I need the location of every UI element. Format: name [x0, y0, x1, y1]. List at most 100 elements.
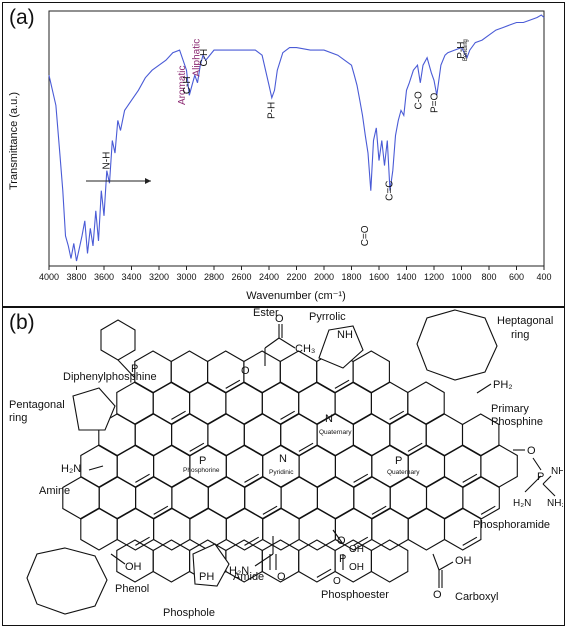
atom-h2n-phosphoramide: H₂N [513, 498, 531, 509]
double-bond [462, 536, 478, 546]
double-bond [135, 473, 150, 483]
atom-p-diphenyl: P [131, 363, 138, 375]
hexagon-ring [207, 350, 245, 394]
annotation-label: P-H [456, 42, 467, 59]
double-bond [298, 442, 314, 452]
label-quaternary-n: Quaternary [319, 429, 352, 436]
nh-arrowhead [145, 178, 151, 184]
label-phosphorine: Phosphorine [183, 467, 220, 474]
label-quaternary-p: Quaternary [387, 469, 420, 476]
x-tick-label: 1400 [396, 272, 416, 282]
hexagon-ring [80, 507, 118, 551]
hexagon-ring [279, 350, 318, 394]
x-tick-label: 1800 [341, 272, 361, 282]
double-bond [316, 568, 332, 578]
double-bond [153, 505, 169, 515]
x-tick-label: 2200 [286, 272, 306, 282]
atom-o-ester: O [241, 365, 250, 377]
atom-p-phosphorine: P [199, 455, 206, 467]
hexagon-ring [170, 350, 209, 394]
x-tick-label: 1000 [451, 272, 471, 282]
label-phosphoester: Phosphoester [321, 589, 389, 601]
label-phosphole: Phosphole [163, 607, 215, 619]
double-bond [353, 536, 369, 546]
hexagon-ring [352, 350, 390, 394]
hexagon-ring [407, 507, 446, 551]
x-tick-label: 2000 [314, 272, 334, 282]
annotation-label: C=O [360, 225, 371, 246]
label-primary: Primary [491, 403, 529, 415]
annotation-label: C-H [182, 76, 193, 94]
label-pyridinic: Pyridinic [269, 469, 294, 476]
annotation-label: C-H [199, 49, 210, 67]
atom-oh-phosphoester-1: OH [349, 544, 364, 555]
spectrum-line [48, 14, 545, 262]
double-bond [480, 505, 496, 515]
double-bond [135, 536, 150, 546]
x-tick-label: 1200 [424, 272, 444, 282]
label-carboxyl: Carboxyl [455, 591, 498, 603]
x-tick-label: 800 [481, 272, 496, 282]
atom-p-quaternary: P [395, 455, 402, 467]
atom-ch3: CH₃ [295, 343, 315, 355]
annotation-label: Aliphatic [192, 39, 203, 77]
atom-o-phosphoester: O [337, 535, 346, 547]
x-tick-label: 3600 [94, 272, 114, 282]
atom-oh-phenol: OH [125, 561, 142, 573]
x-tick-label: 3200 [149, 272, 169, 282]
x-tick-label: 400 [536, 272, 551, 282]
x-tick-label: 2400 [259, 272, 279, 282]
double-bond [225, 379, 241, 389]
atom-n-pyridinic: N [279, 453, 287, 465]
annotation-label: P-H [267, 102, 278, 119]
hexagon-ring [152, 539, 191, 583]
x-tick-label: 4000 [39, 272, 59, 282]
hexagon-ring [189, 507, 227, 551]
panel-a-label: (a) [9, 6, 35, 29]
atom-nh2-phosphoramide: NH₂ [547, 498, 563, 509]
atom-h2n-amide: H₂N [229, 565, 249, 577]
atom-ph2: PH₂ [493, 379, 513, 391]
x-tick-label: 3400 [121, 272, 141, 282]
atom-nh-phosphoramide: NH [551, 466, 563, 477]
hexagon-ring [153, 507, 191, 551]
atom-oh-phosphoester-2: OH [349, 562, 364, 573]
series-group [48, 14, 545, 262]
hexagon-ring [298, 507, 336, 551]
x-tick-label: 3800 [66, 272, 86, 282]
double-bond [462, 473, 478, 483]
panel-b: (b) [2, 307, 565, 626]
carbon-lattice [62, 350, 518, 583]
annotation-label: C=C [385, 181, 396, 201]
label-pentagonal-ring: ring [9, 412, 27, 424]
hexagon-ring [298, 539, 336, 583]
double-bond [244, 473, 259, 483]
x-tick-label: 1600 [369, 272, 389, 282]
double-bond [389, 410, 405, 420]
atom-nh-pyrrolic: NH [337, 329, 353, 341]
x-tick-label: 2800 [204, 272, 224, 282]
atom-o-ester-carbonyl: O [275, 313, 284, 325]
functional-groups-bonds [26, 309, 556, 615]
double-bond [244, 536, 259, 546]
label-pentagonal: Pentagonal [9, 399, 65, 411]
atom-n-quaternary: N [325, 413, 333, 425]
y-axis-label: Transmittance (a.u.) [8, 92, 20, 190]
double-bond [171, 410, 186, 420]
label-phosphine: Phosphine [491, 416, 543, 428]
annotation-label: C-O [414, 91, 425, 110]
annotation-label: Bending [463, 39, 469, 61]
double-bond [189, 442, 205, 452]
atom-p-phosphoester: P [339, 553, 346, 565]
atom-o-phosphoester-double: O [333, 576, 341, 587]
x-tick-label: 2600 [231, 272, 251, 282]
atom-o-amide: O [277, 571, 286, 583]
hexagon-ring [225, 507, 264, 551]
label-ester: Ester [253, 308, 279, 319]
label-amine: Amine [39, 485, 70, 497]
label-phenol: Phenol [115, 583, 149, 595]
x-tick-label: 600 [509, 272, 524, 282]
